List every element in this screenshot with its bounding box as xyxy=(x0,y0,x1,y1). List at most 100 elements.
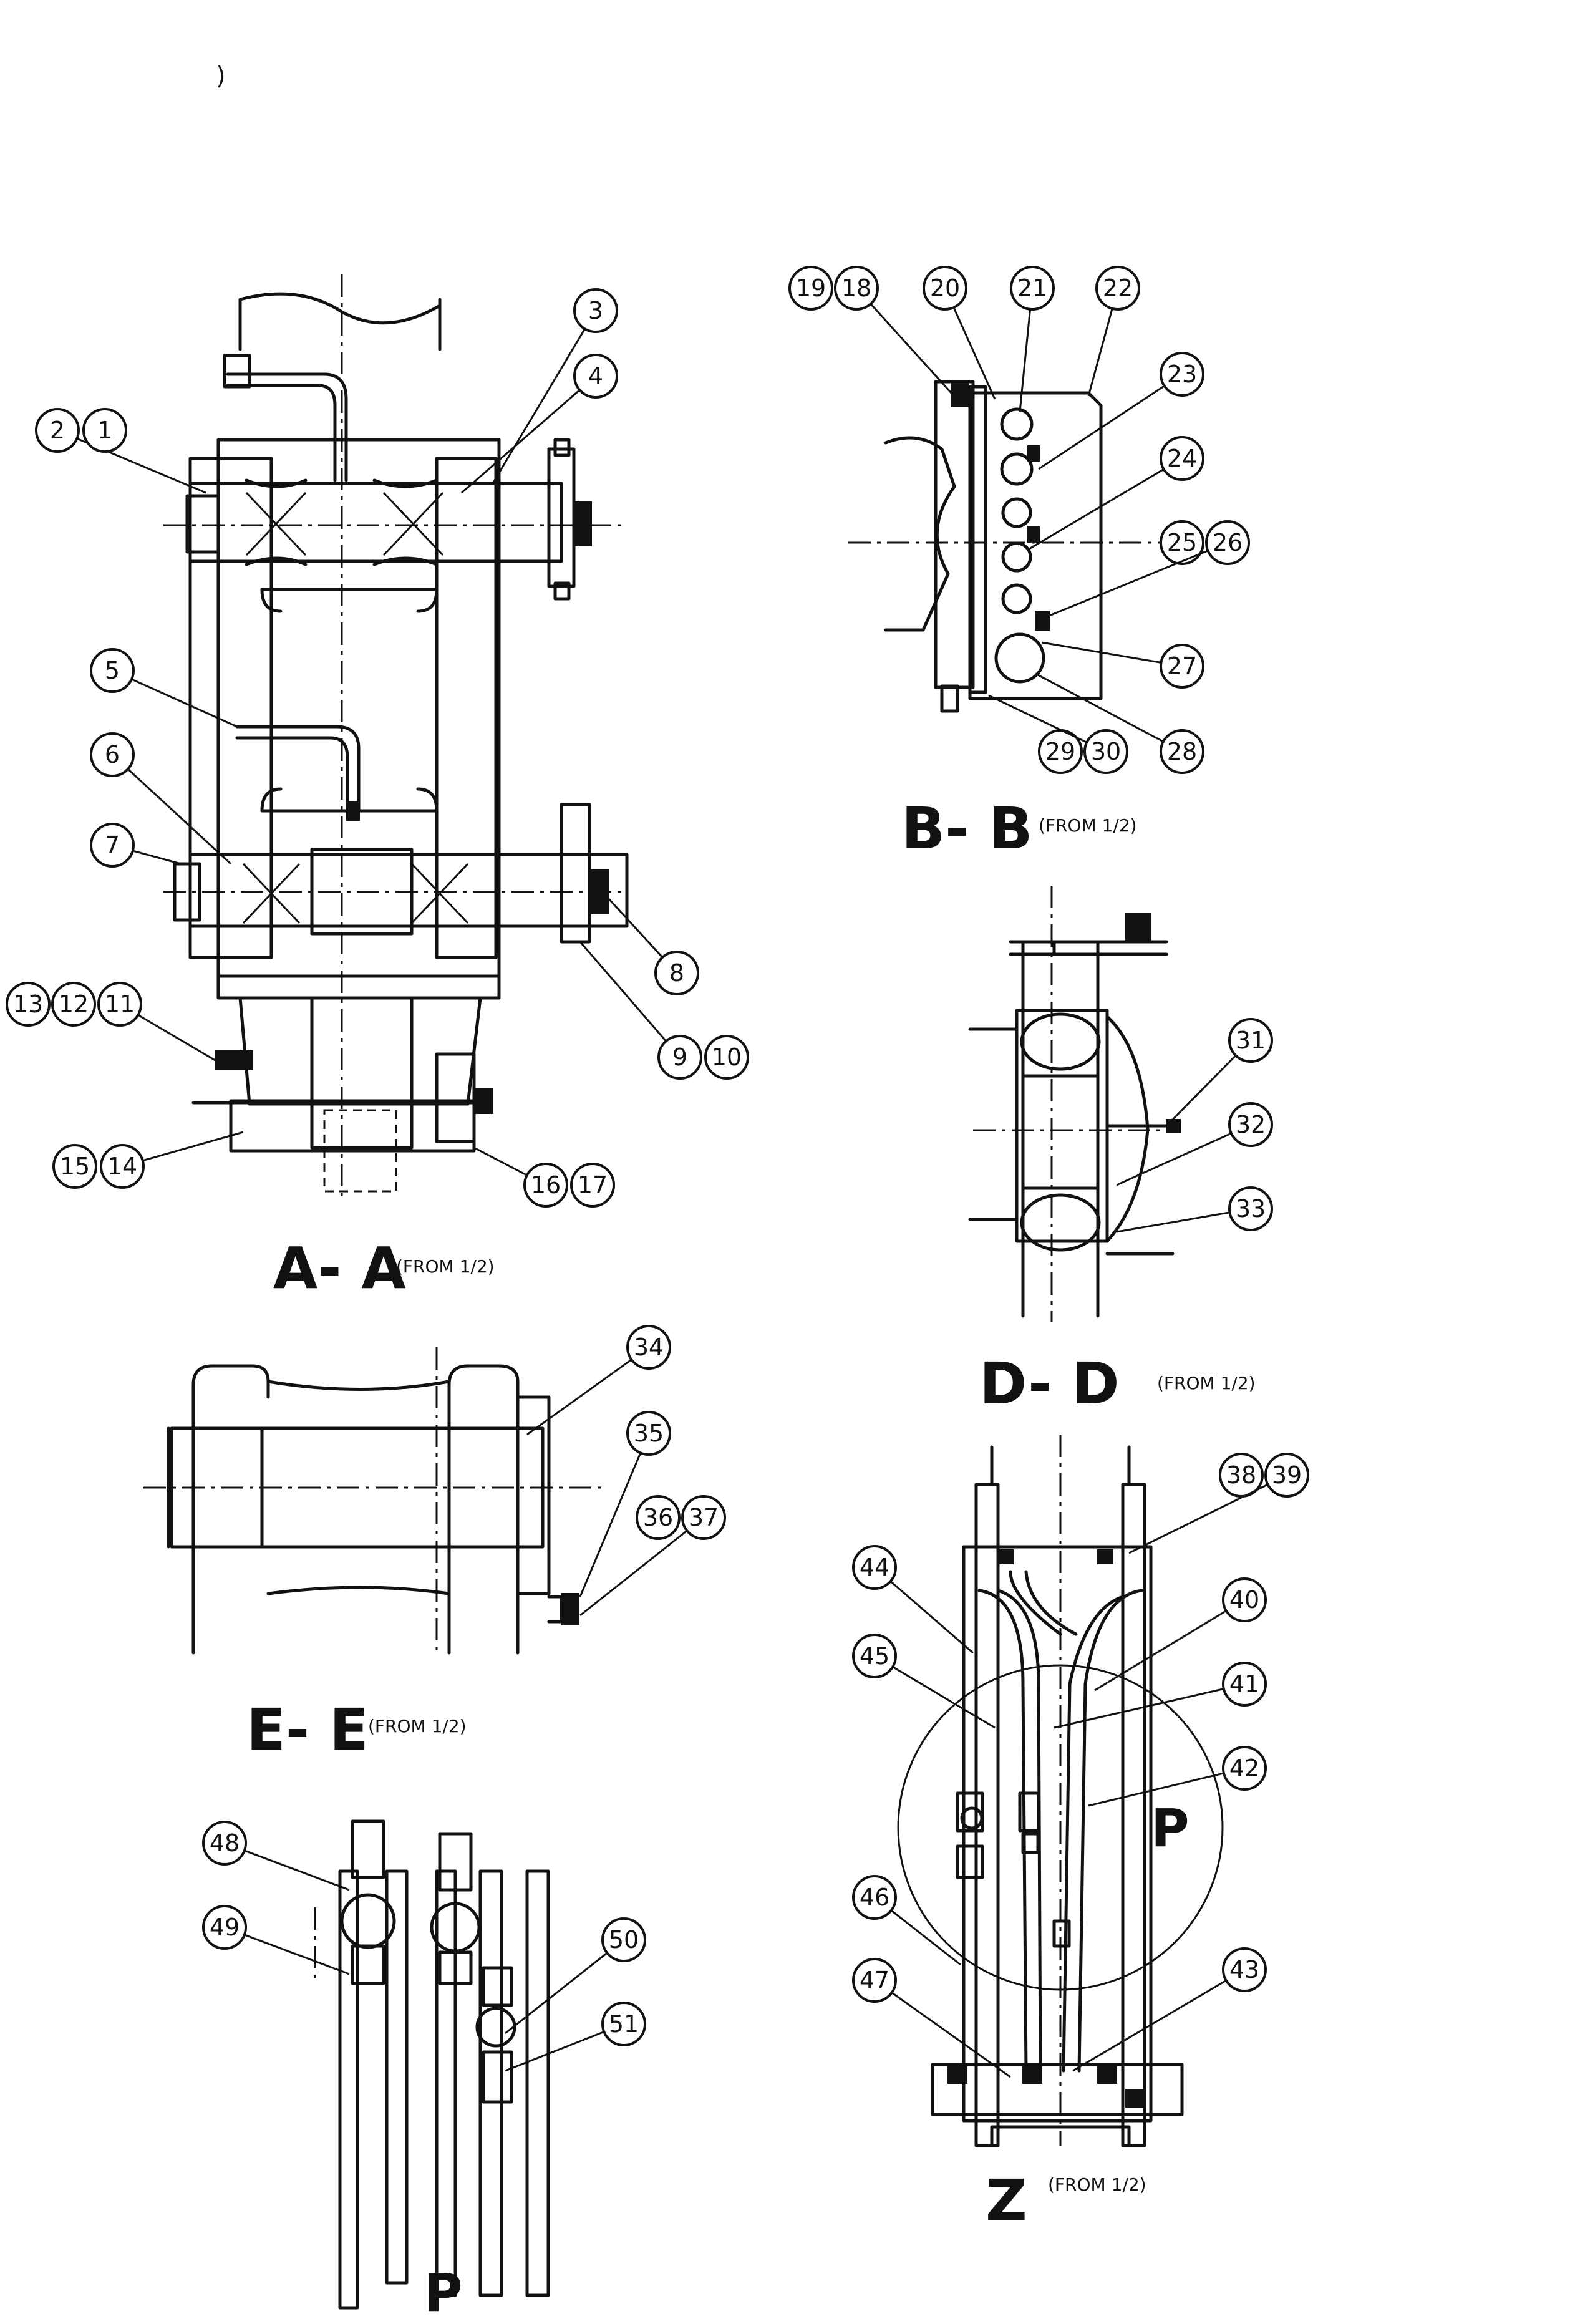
leader-line xyxy=(1094,1610,1227,1692)
balloon-label: 13 xyxy=(13,990,43,1018)
balloon-43: 43 xyxy=(1072,1947,1267,2072)
balloon-39: 39 xyxy=(1128,1453,1309,1554)
balloon-circle xyxy=(100,1144,145,1189)
leader-line xyxy=(244,1849,350,1891)
balloon-circle xyxy=(1083,729,1128,774)
balloon-circle xyxy=(51,982,96,1027)
leader-line xyxy=(1044,550,1209,619)
view-z-drawing xyxy=(897,1435,1224,2147)
leader-line xyxy=(244,1934,350,1975)
balloon-23: 23 xyxy=(1038,352,1204,470)
balloon-50: 50 xyxy=(505,1917,646,2035)
balloon-circle xyxy=(1160,729,1204,774)
balloon-44: 44 xyxy=(852,1545,974,1654)
balloon-19: 19 xyxy=(788,266,833,311)
balloon-circle xyxy=(852,1875,897,1920)
balloon-12: 12 xyxy=(51,982,96,1027)
balloon-circle xyxy=(1160,644,1204,689)
balloon-6: 6 xyxy=(90,732,232,865)
balloon-label: 11 xyxy=(105,990,135,1018)
balloon-circle xyxy=(1264,1453,1309,1498)
balloon-label: 42 xyxy=(1229,1755,1259,1782)
balloon-label: 4 xyxy=(588,362,603,390)
balloon-34: 34 xyxy=(526,1325,671,1436)
leader-line xyxy=(1116,1211,1230,1233)
balloon-33: 33 xyxy=(1116,1186,1273,1233)
leader-line xyxy=(890,1909,961,1966)
balloon-label: 34 xyxy=(634,1334,664,1361)
balloon-8: 8 xyxy=(607,897,699,995)
balloon-5: 5 xyxy=(90,648,238,728)
balloon-circle xyxy=(82,408,127,453)
balloon-20: 20 xyxy=(923,266,996,400)
balloon-42: 42 xyxy=(1088,1746,1267,1807)
balloon-25: 25 xyxy=(1160,520,1204,565)
balloon-label: 33 xyxy=(1236,1195,1266,1223)
balloon-label: 51 xyxy=(609,2010,639,2038)
leader-line xyxy=(988,694,1087,743)
balloon-label: 49 xyxy=(210,1914,240,1941)
leader-line xyxy=(137,1014,216,1062)
balloon-circle xyxy=(788,266,833,311)
balloon-38: 38 xyxy=(1219,1453,1264,1498)
balloon-22: 22 xyxy=(1087,266,1140,397)
balloon-1: 1 xyxy=(82,408,127,453)
balloon-30: 30 xyxy=(988,694,1128,774)
balloon-label: 22 xyxy=(1103,274,1133,302)
balloon-label: 35 xyxy=(634,1420,664,1447)
balloon-circle xyxy=(90,732,135,777)
view-dd-title: D- D xyxy=(979,1350,1120,1417)
leader-line xyxy=(1029,468,1165,550)
balloon-label: 23 xyxy=(1167,361,1197,388)
balloon-label: 48 xyxy=(210,1829,240,1857)
leader-line xyxy=(579,1529,688,1617)
balloon-circle xyxy=(654,951,699,995)
view-ee-subtitle: (FROM 1/2) xyxy=(368,1716,467,1736)
balloon-label: 1 xyxy=(97,417,112,444)
balloon-label: 47 xyxy=(860,1967,889,1994)
balloon-48: 48 xyxy=(202,1821,350,1891)
balloon-label: 17 xyxy=(578,1171,608,1199)
leader-line xyxy=(1054,1688,1224,1729)
leader-line xyxy=(1072,1979,1227,2072)
view-bb-drawing xyxy=(848,380,1179,713)
balloon-16: 16 xyxy=(473,1146,568,1208)
view-z-title: Z xyxy=(986,2167,1027,2234)
view-dd-subtitle: (FROM 1/2) xyxy=(1157,1373,1256,1393)
balloon-label: 28 xyxy=(1167,738,1197,765)
balloon-label: 16 xyxy=(531,1171,561,1199)
balloon-label: 29 xyxy=(1045,738,1075,765)
leader-line xyxy=(505,2031,604,2072)
balloon-circle xyxy=(1010,266,1055,311)
balloon-49: 49 xyxy=(202,1905,350,1975)
balloon-circle xyxy=(523,1163,568,1208)
balloon-31: 31 xyxy=(1168,1018,1273,1124)
balloon-circle xyxy=(1222,1947,1267,1992)
balloon-32: 32 xyxy=(1116,1102,1273,1186)
view-aa-drawing xyxy=(163,274,629,1198)
balloon-circle xyxy=(202,1821,247,1866)
balloon-circle xyxy=(202,1905,247,1950)
balloon-circle xyxy=(657,1035,702,1080)
leader-line xyxy=(132,850,182,865)
balloon-51: 51 xyxy=(505,2002,646,2072)
view-aa-title: A- A xyxy=(273,1235,406,1302)
balloon-circle xyxy=(52,1144,97,1189)
balloon-circle xyxy=(626,1325,671,1370)
balloon-label: 45 xyxy=(860,1642,889,1670)
leader-line xyxy=(1088,1772,1224,1807)
balloon-circle xyxy=(852,1958,897,2003)
balloon-circle xyxy=(601,1917,646,1962)
balloon-13: 13 xyxy=(6,982,51,1027)
balloon-label: 46 xyxy=(860,1884,889,1911)
leader-line xyxy=(1035,672,1164,743)
leader-line xyxy=(526,1358,632,1436)
view-dd-drawing xyxy=(968,886,1181,1322)
balloon-label: 12 xyxy=(59,990,89,1018)
balloon-47: 47 xyxy=(852,1958,1011,2078)
leader-line xyxy=(1019,309,1032,412)
balloon-label: 6 xyxy=(105,741,120,768)
balloon-circle xyxy=(852,1545,897,1590)
balloon-circle xyxy=(90,823,135,868)
leader-line xyxy=(889,1581,974,1654)
